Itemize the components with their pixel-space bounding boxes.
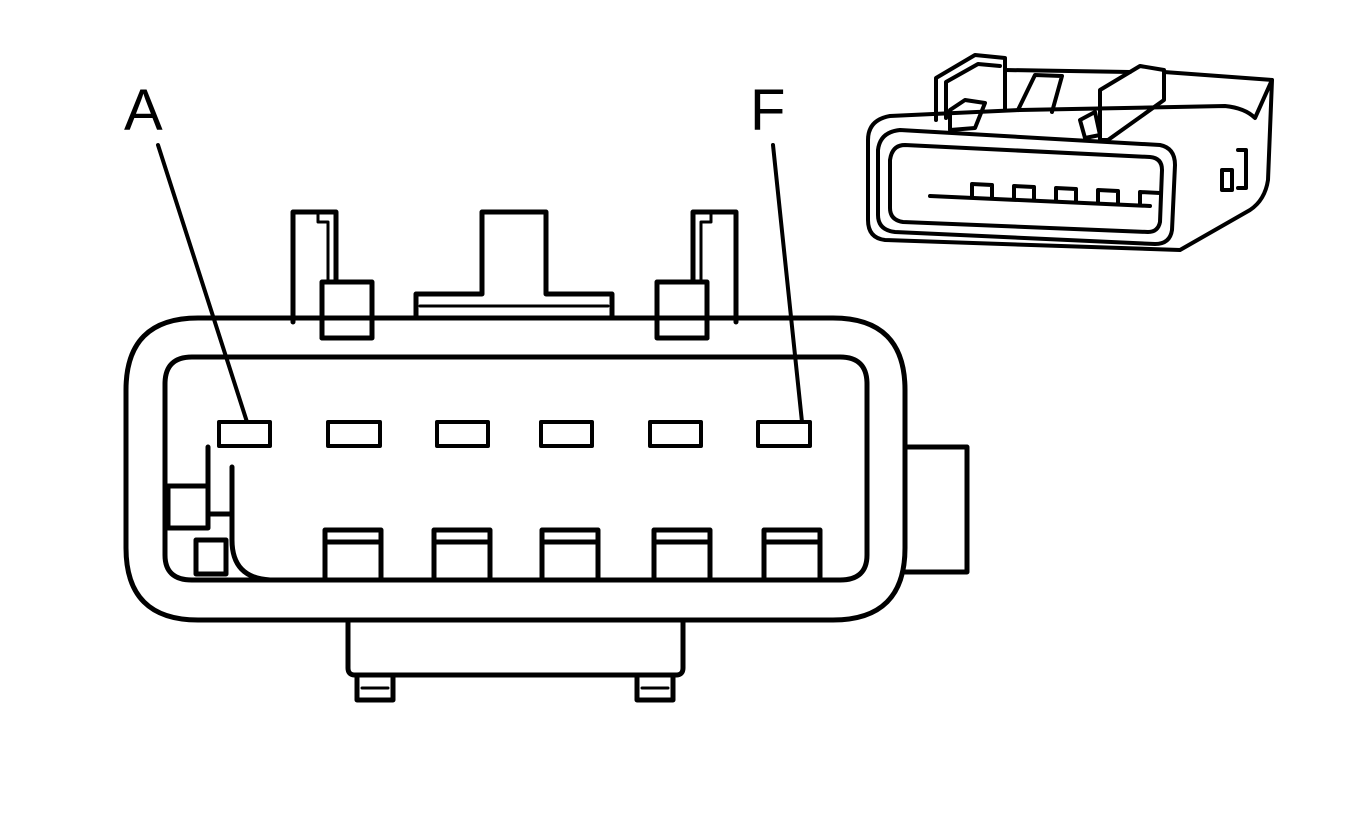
terminal-f xyxy=(756,420,812,448)
bottom-lock xyxy=(345,617,686,703)
upper-terminal-row xyxy=(217,420,812,448)
pin-label-a: A xyxy=(124,78,163,143)
inner-cavity xyxy=(162,354,870,583)
leader-line-a xyxy=(156,143,249,424)
terminal-a xyxy=(217,420,272,448)
terminal-d xyxy=(539,420,594,448)
left-inner-detail xyxy=(165,444,273,583)
terminal-b xyxy=(326,420,382,448)
lower-rib-row xyxy=(322,527,823,583)
pin-label-f: F xyxy=(750,78,786,143)
side-key xyxy=(902,444,970,575)
outer-housing xyxy=(123,315,908,623)
terminal-c xyxy=(435,420,490,448)
leader-line-f xyxy=(771,143,804,424)
connector-isometric-view xyxy=(866,53,1274,252)
terminal-e xyxy=(648,420,703,448)
connector-front-view xyxy=(123,143,970,703)
